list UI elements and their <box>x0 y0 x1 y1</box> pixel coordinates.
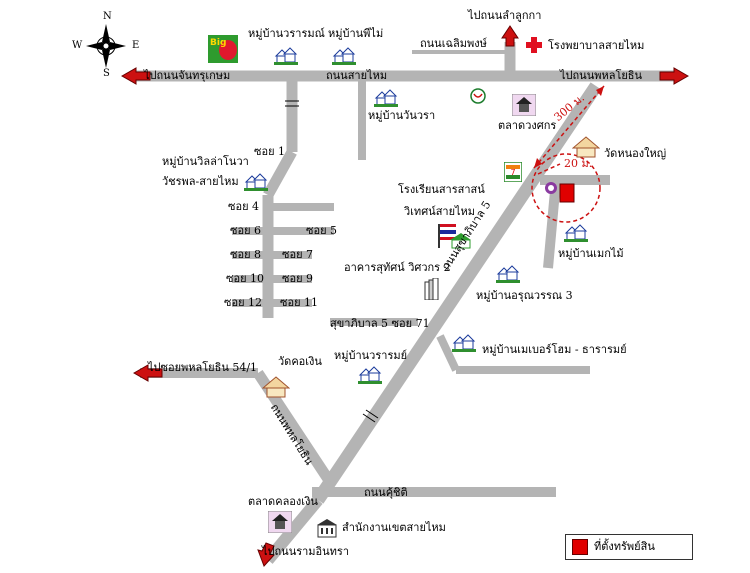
house-icon <box>496 265 520 283</box>
hospital-cross-icon <box>526 37 542 53</box>
label-to-lam-luk-ka: ไปถนนลำลูกกา <box>468 9 542 22</box>
arrow-east-top <box>659 67 690 85</box>
compass-w: W <box>72 40 83 51</box>
house-icon <box>358 366 382 384</box>
arrow-west-top <box>120 67 151 85</box>
road-watcharaphon-diag <box>263 149 297 198</box>
label-soi-11: ซอย 11 <box>280 296 319 309</box>
bridge-marks <box>285 100 379 423</box>
road-sukhaphiban-5 <box>312 82 602 504</box>
label-soi-10: ซอย 10 <box>226 272 265 285</box>
label-soi-6: ซอย 6 <box>230 224 262 237</box>
building-icon <box>424 278 439 300</box>
label-talat-wong-sakorn: ตลาดวงศกร <box>498 119 557 132</box>
label-vill-mek-mai: หมู่บ้านเมกไม้ <box>558 247 624 260</box>
house-icon <box>564 224 588 242</box>
market-icon <box>268 511 292 533</box>
label-soi-4: ซอย 4 <box>228 200 260 213</box>
label-to-soi-phahon: ไปซอยพหลโยธิน 54/1 <box>148 361 258 374</box>
map-legend: ที่ตั้งทรัพย์สิน <box>565 534 693 560</box>
property-marker-icon <box>545 182 575 203</box>
label-soi-12: ซอย 12 <box>224 296 263 309</box>
road-property-south <box>543 179 561 269</box>
house-icon <box>274 47 298 65</box>
svg-text:7: 7 <box>510 168 515 177</box>
arrow-south <box>257 542 275 567</box>
roads-group <box>130 42 680 564</box>
compass-e: E <box>132 40 140 51</box>
label-to-chan-thurakasem: ไปถนนจันทรุเกษม <box>144 69 231 82</box>
label-chaloem-phong: ถนนเฉลิมพงษ์ <box>420 37 487 50</box>
road-mabrohom <box>436 334 460 372</box>
temple-icon <box>572 136 600 158</box>
house-icon <box>332 47 356 65</box>
label-vill-wanwara: หมู่บ้านวันวรา <box>368 109 436 122</box>
arrow-west-bottom <box>132 364 163 382</box>
label-watcharaphon: วัชรพล-สายไหม <box>162 175 239 188</box>
label-soi-9: ซอย 9 <box>282 272 314 285</box>
direction-arrows <box>120 25 690 567</box>
compass-rose-icon <box>86 24 126 68</box>
seven-eleven-icon: 7 <box>504 162 522 182</box>
label-talat-khok-ngoen: ตลาดคลองเงิน <box>248 495 318 508</box>
distance-lines <box>531 85 605 223</box>
bank-logo-icon <box>470 88 486 104</box>
label-soi-1: ซอย 1 <box>254 145 286 158</box>
label-vill-pruksa: หมู่บ้านพีไม่ <box>328 27 384 40</box>
label-wat-khok-ngoen: วัดคอเงิน <box>278 355 322 368</box>
label-building: อาคารสุทัศน์ วิศวกร 2 <box>344 261 451 274</box>
compass-s: S <box>103 68 110 79</box>
label-chutichai: ถนนคุ้ชิติ <box>364 486 408 499</box>
school-icon <box>438 224 471 249</box>
legend-swatch <box>572 539 588 555</box>
district-office-icon <box>317 519 337 538</box>
label-sai-mai-road: ถนนสายไหม <box>326 69 388 82</box>
road-sukhaphiban-south <box>263 496 323 564</box>
label-soi-5: ซอย 5 <box>306 224 338 237</box>
arrow-north <box>501 25 519 47</box>
label-wat-nong-yai: วัดหนองใหญ่ <box>604 147 667 160</box>
label-dist-20: 20 ม. <box>564 157 593 170</box>
label-vill-warorot: หมู่บ้านวรารมณ์ <box>248 27 325 40</box>
compass-n: N <box>103 11 112 22</box>
label-to-ram-inthra: ไปถนนรามอินทรา <box>262 545 350 558</box>
label-soi-8: ซอย 8 <box>230 248 262 261</box>
label-vill-arun: หมู่บ้านอรุณวรรณ 3 <box>476 289 573 302</box>
label-vill-villa-nova: หมู่บ้านวิลล่าโนวา <box>162 155 249 168</box>
house-icon <box>374 89 398 107</box>
label-vill-mabrohom: หมู่บ้านเมเบอร์โฮม - ธารารมย์ <box>482 343 627 356</box>
legend-label: ที่ตั้งทรัพย์สิน <box>594 540 655 553</box>
label-school-1: โรงเรียนสารสาสน์ <box>398 183 485 196</box>
label-soi-71: สุขาภิบาล 5 ซอย 71 <box>330 317 430 330</box>
temple-icon <box>262 376 290 398</box>
label-vill-wararom: หมู่บ้านวรารมย์ <box>334 349 408 362</box>
big-c-logo-icon: Big <box>208 35 238 63</box>
label-soi-7: ซอย 7 <box>282 248 314 261</box>
label-to-phahonyothin: ไปถนนพหลโยธิน <box>560 69 643 82</box>
market-icon <box>512 94 536 116</box>
property-circle <box>531 153 601 223</box>
house-icon <box>452 334 476 352</box>
label-hospital: โรงพยาบาลสายไหม <box>548 39 645 52</box>
label-sai-mai-office: สำนักงานเขตสายไหม <box>342 521 446 534</box>
house-icon <box>244 173 268 191</box>
label-school-2: วิเทศน์สายไหม <box>404 205 476 218</box>
